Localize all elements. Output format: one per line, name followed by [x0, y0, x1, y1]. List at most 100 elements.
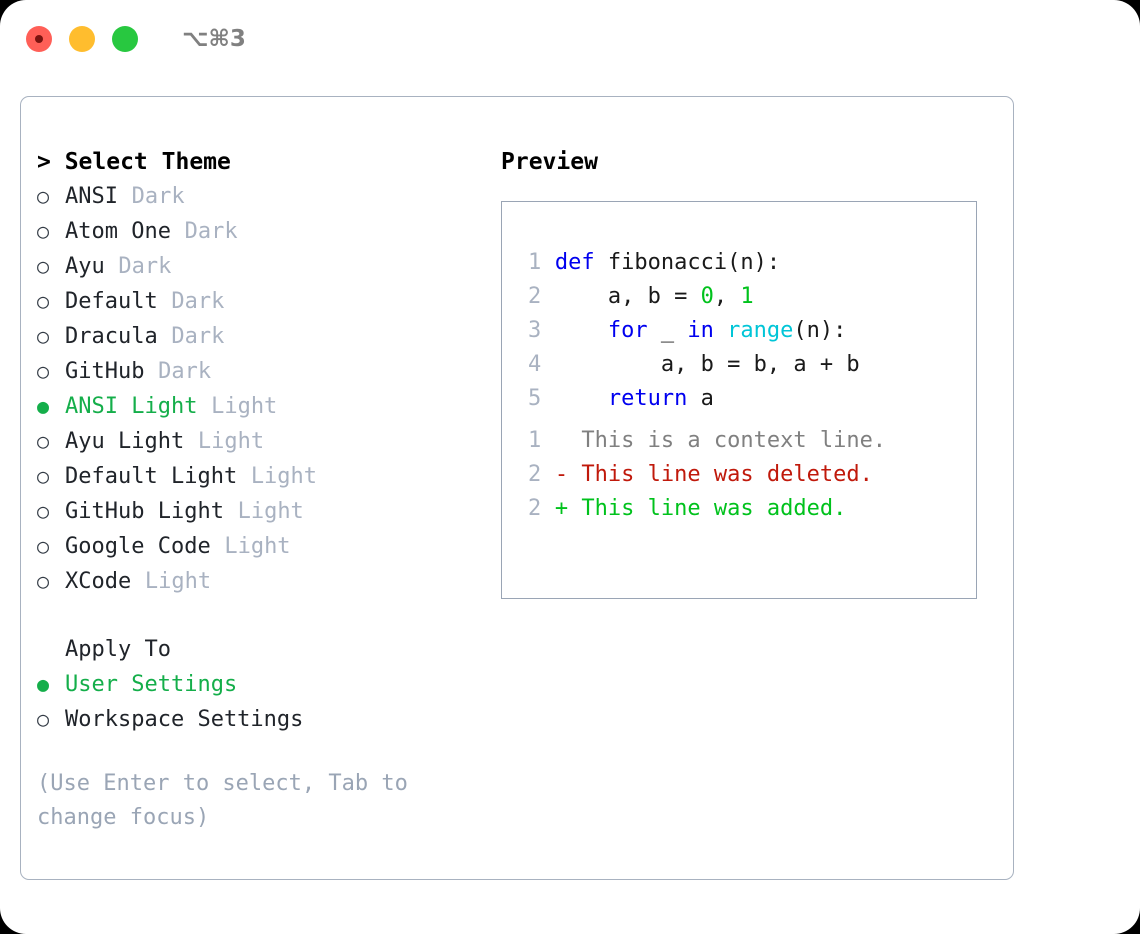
code-token: 1 — [740, 284, 754, 309]
diff-line-number: 2 — [528, 496, 542, 521]
theme-option-github[interactable]: ○ GitHub Dark — [37, 354, 477, 389]
code-token: fibonacci(n): — [607, 250, 781, 275]
code-token: , — [713, 284, 741, 309]
code-line-number: 5 — [528, 386, 542, 411]
diff-text: This line was deleted. — [568, 462, 873, 487]
keyboard-shortcut-label: ⌥⌘3 — [182, 26, 246, 52]
code-token — [555, 386, 608, 411]
code-sample: 1 def fibonacci(n): 2 a, b = 0, 1 3 for _ i… — [516, 246, 860, 416]
radio-unselected-icon: ○ — [37, 219, 50, 243]
radio-unselected-icon: ○ — [37, 464, 50, 488]
theme-option-label: Dracula — [65, 324, 158, 349]
code-token — [555, 318, 608, 343]
theme-option-default-light[interactable]: ○ Default Light Light — [37, 459, 477, 494]
theme-option-variant: Dark — [171, 289, 225, 314]
code-token: in — [687, 318, 714, 343]
maximize-window-icon[interactable] — [112, 26, 138, 52]
radio-selected-icon: ● — [37, 394, 50, 418]
radio-unselected-icon: ○ — [37, 184, 50, 208]
code-line: 4 a, b = b, a + b — [516, 348, 860, 382]
code-line-number: 1 — [528, 250, 542, 275]
code-line: 5 return a — [516, 382, 860, 416]
theme-option-label: ANSI Light — [65, 394, 198, 419]
theme-option-github-light[interactable]: ○ GitHub Light Light — [37, 494, 477, 529]
code-line-number: 2 — [528, 284, 542, 309]
diff-line-added: 2 + This line was added. — [516, 492, 886, 526]
close-window-icon[interactable] — [26, 26, 52, 52]
apply-to-option-label: User Settings — [65, 672, 238, 697]
diff-gutter-gap — [541, 492, 555, 526]
diff-line-number: 1 — [528, 428, 542, 453]
theme-option-label: Atom One — [65, 219, 171, 244]
theme-option-label: XCode — [65, 569, 132, 594]
code-token: a, b = — [554, 284, 701, 309]
theme-option-variant: Light — [197, 429, 265, 454]
radio-unselected-icon: ○ — [37, 324, 50, 348]
diff-text: This is a context line. — [568, 428, 887, 453]
theme-option-label: Default Light — [65, 464, 238, 489]
theme-option-variant: Dark — [184, 219, 238, 244]
code-token: return — [607, 386, 688, 411]
theme-option-variant: Light — [224, 534, 291, 559]
preview-header: Preview — [501, 149, 598, 175]
code-token: (n): — [793, 318, 847, 343]
radio-unselected-icon: ○ — [37, 534, 50, 558]
radio-selected-icon: ● — [37, 672, 50, 696]
code-token: 0 — [700, 284, 714, 309]
code-token — [714, 318, 727, 343]
code-token: a — [687, 386, 714, 411]
diff-gutter-gap — [541, 458, 555, 492]
diff-line-number: 2 — [528, 462, 542, 487]
code-token: for — [607, 318, 648, 343]
theme-option-ansi[interactable]: ○ ANSI Dark — [37, 179, 477, 214]
theme-option-variant: Light — [250, 464, 318, 489]
theme-option-label: Ayu Light — [65, 429, 185, 454]
apply-to-option-user-settings[interactable]: ● User Settings — [37, 667, 477, 702]
apply-to-header: Apply To — [65, 637, 171, 662]
diff-gutter-gap — [541, 424, 555, 458]
theme-option-label: Default — [65, 289, 158, 314]
apply-to-option-list[interactable]: ● User Settings ○Workspace Settings — [37, 667, 477, 737]
minimize-window-icon[interactable] — [69, 26, 95, 52]
preview-panel: Preview 1 def fibonacci(n): 2 a, b = 0, 1 3… — [501, 145, 991, 599]
preview-box: 1 def fibonacci(n): 2 a, b = 0, 1 3 for _ i… — [501, 201, 977, 599]
theme-option-label: ANSI — [65, 184, 118, 209]
radio-unselected-icon: ○ — [37, 254, 50, 278]
code-token: def — [554, 250, 595, 275]
theme-option-variant: Dark — [158, 359, 212, 384]
radio-unselected-icon: ○ — [37, 359, 50, 383]
theme-option-variant: Dark — [131, 184, 185, 209]
theme-option-label: GitHub Light — [65, 499, 224, 524]
diff-line-context: 1 This is a context line. — [516, 424, 886, 458]
code-token: _ — [647, 318, 688, 343]
code-line-number: 3 — [528, 318, 542, 343]
radio-unselected-icon: ○ — [37, 707, 50, 731]
radio-unselected-icon: ○ — [37, 499, 50, 523]
apply-to-option-workspace-settings[interactable]: ○Workspace Settings — [37, 702, 477, 737]
code-line: 3 for _ in range(n): — [516, 314, 860, 348]
theme-option-variant: Light — [237, 499, 304, 524]
theme-option-label: GitHub — [65, 359, 145, 384]
theme-option-atom-one[interactable]: ○ Atom One Dark — [37, 214, 477, 249]
theme-option-variant: Dark — [171, 324, 225, 349]
diff-marker: - — [554, 462, 569, 487]
title-bar: ⌥⌘3 — [0, 0, 1140, 78]
code-line: 1 def fibonacci(n): — [516, 246, 860, 280]
diff-text: This line was added. — [568, 496, 847, 521]
list-spacer — [37, 599, 477, 633]
diff-marker: + — [554, 496, 569, 521]
theme-option-dracula[interactable]: ○ Dracula Dark — [37, 319, 477, 354]
window-controls — [26, 26, 138, 52]
diff-marker — [555, 428, 568, 453]
diff-line-deleted: 2 - This line was deleted. — [516, 458, 886, 492]
